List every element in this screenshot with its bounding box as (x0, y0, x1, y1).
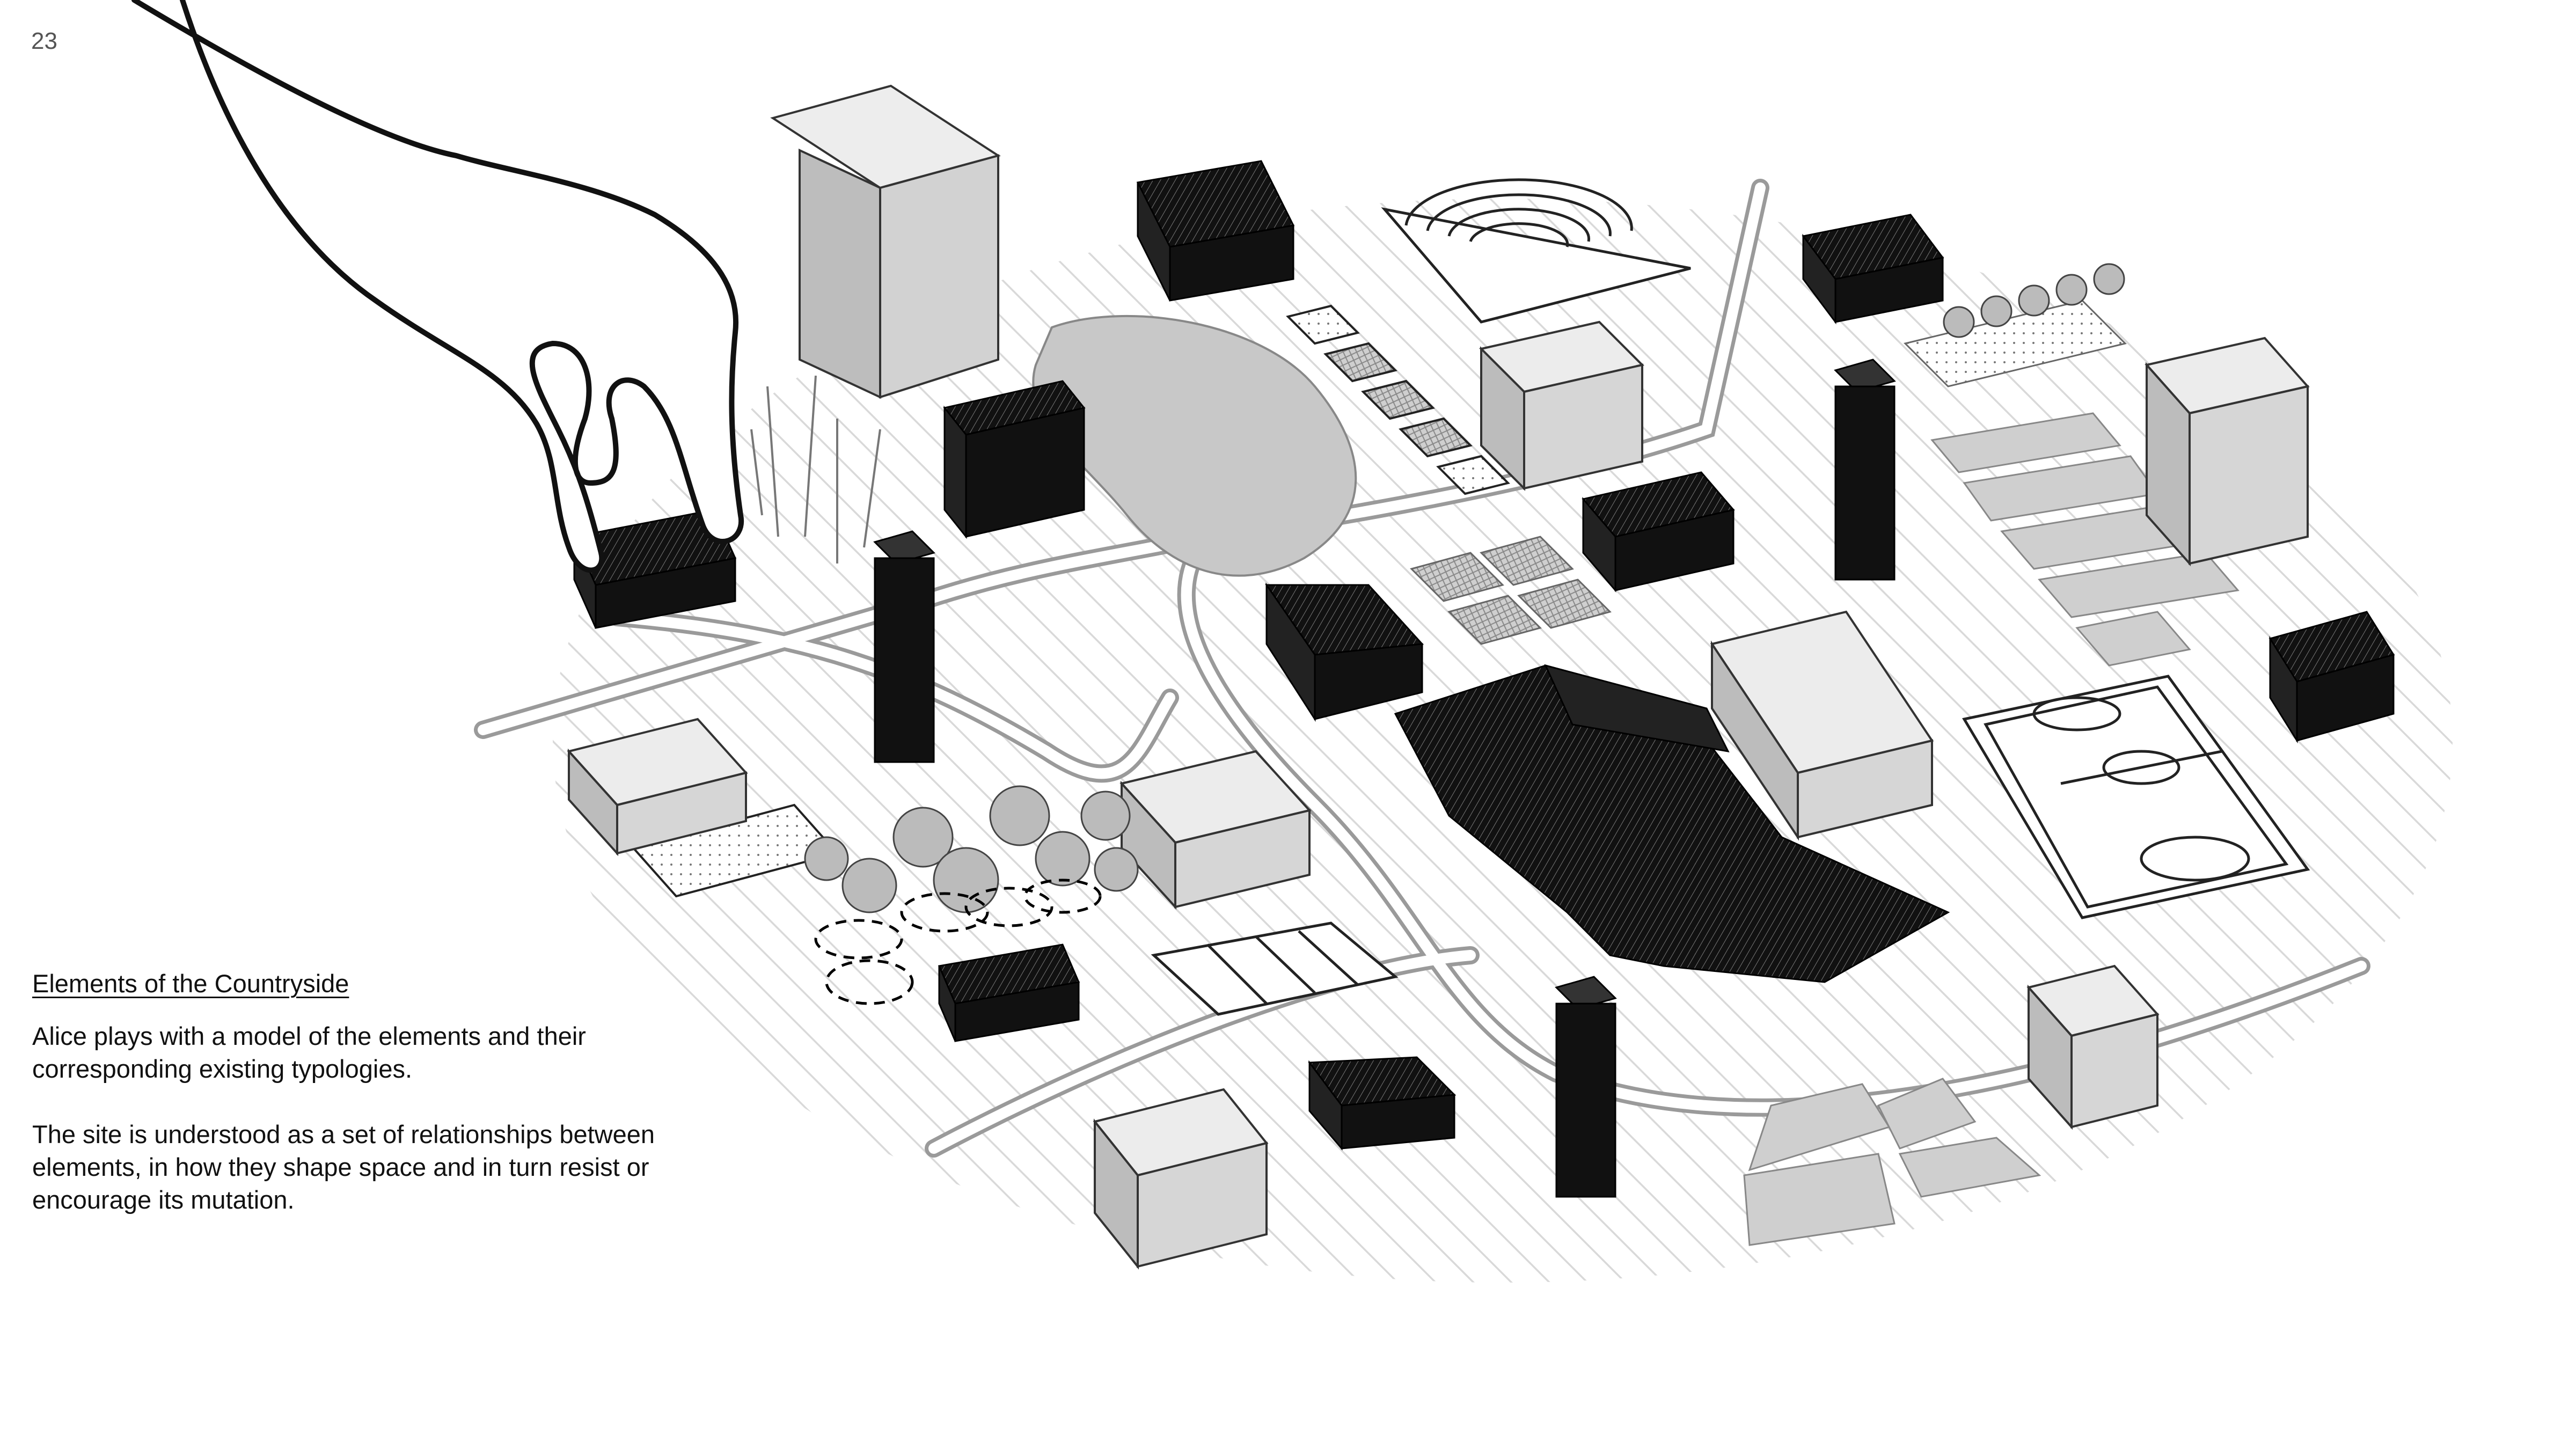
multi-storey-house (2145, 336, 2310, 567)
black-unit (573, 509, 737, 629)
black-unit (1308, 1056, 1457, 1151)
black-units (573, 160, 2395, 1151)
chapel (2026, 964, 2160, 1130)
black-tower (1834, 358, 1896, 581)
spiral-plaza (1381, 178, 1691, 324)
black-unit (943, 380, 1086, 539)
basketball-court (1962, 675, 2310, 919)
trees (804, 263, 2125, 913)
page-number: 23 (31, 28, 57, 54)
black-unit (1802, 214, 1944, 325)
reeds (750, 375, 881, 564)
black-tower (1555, 976, 1617, 1198)
sports-court (1151, 921, 1399, 1016)
caption-block: Elements of the Countryside Alice plays … (32, 969, 676, 1249)
grey-houses (567, 320, 2310, 1270)
black-unit (1265, 582, 1424, 722)
black-unit (1136, 160, 1295, 302)
black-towers (873, 358, 1896, 1198)
grey-terrace-houses (1710, 610, 1934, 841)
black-unit (1582, 471, 1735, 593)
caption-paragraph-1: Alice plays with a model of the elements… (32, 1022, 586, 1083)
black-unit (938, 943, 1080, 1042)
watchtower (770, 84, 1001, 399)
villa (1479, 320, 1644, 491)
black-unit (2268, 611, 2395, 744)
grey-house (1119, 750, 1312, 910)
tree-pits (814, 879, 1102, 1005)
black-roof-complex (1394, 664, 1950, 983)
black-tower (873, 530, 935, 763)
plots (631, 299, 2127, 898)
caption-paragraph-2: The site is understood as a set of relat… (32, 1120, 655, 1214)
hand-illustration (131, 0, 744, 573)
grey-house (567, 718, 748, 857)
caption-title: Elements of the Countryside (32, 969, 349, 998)
grey-house (1093, 1088, 1269, 1270)
